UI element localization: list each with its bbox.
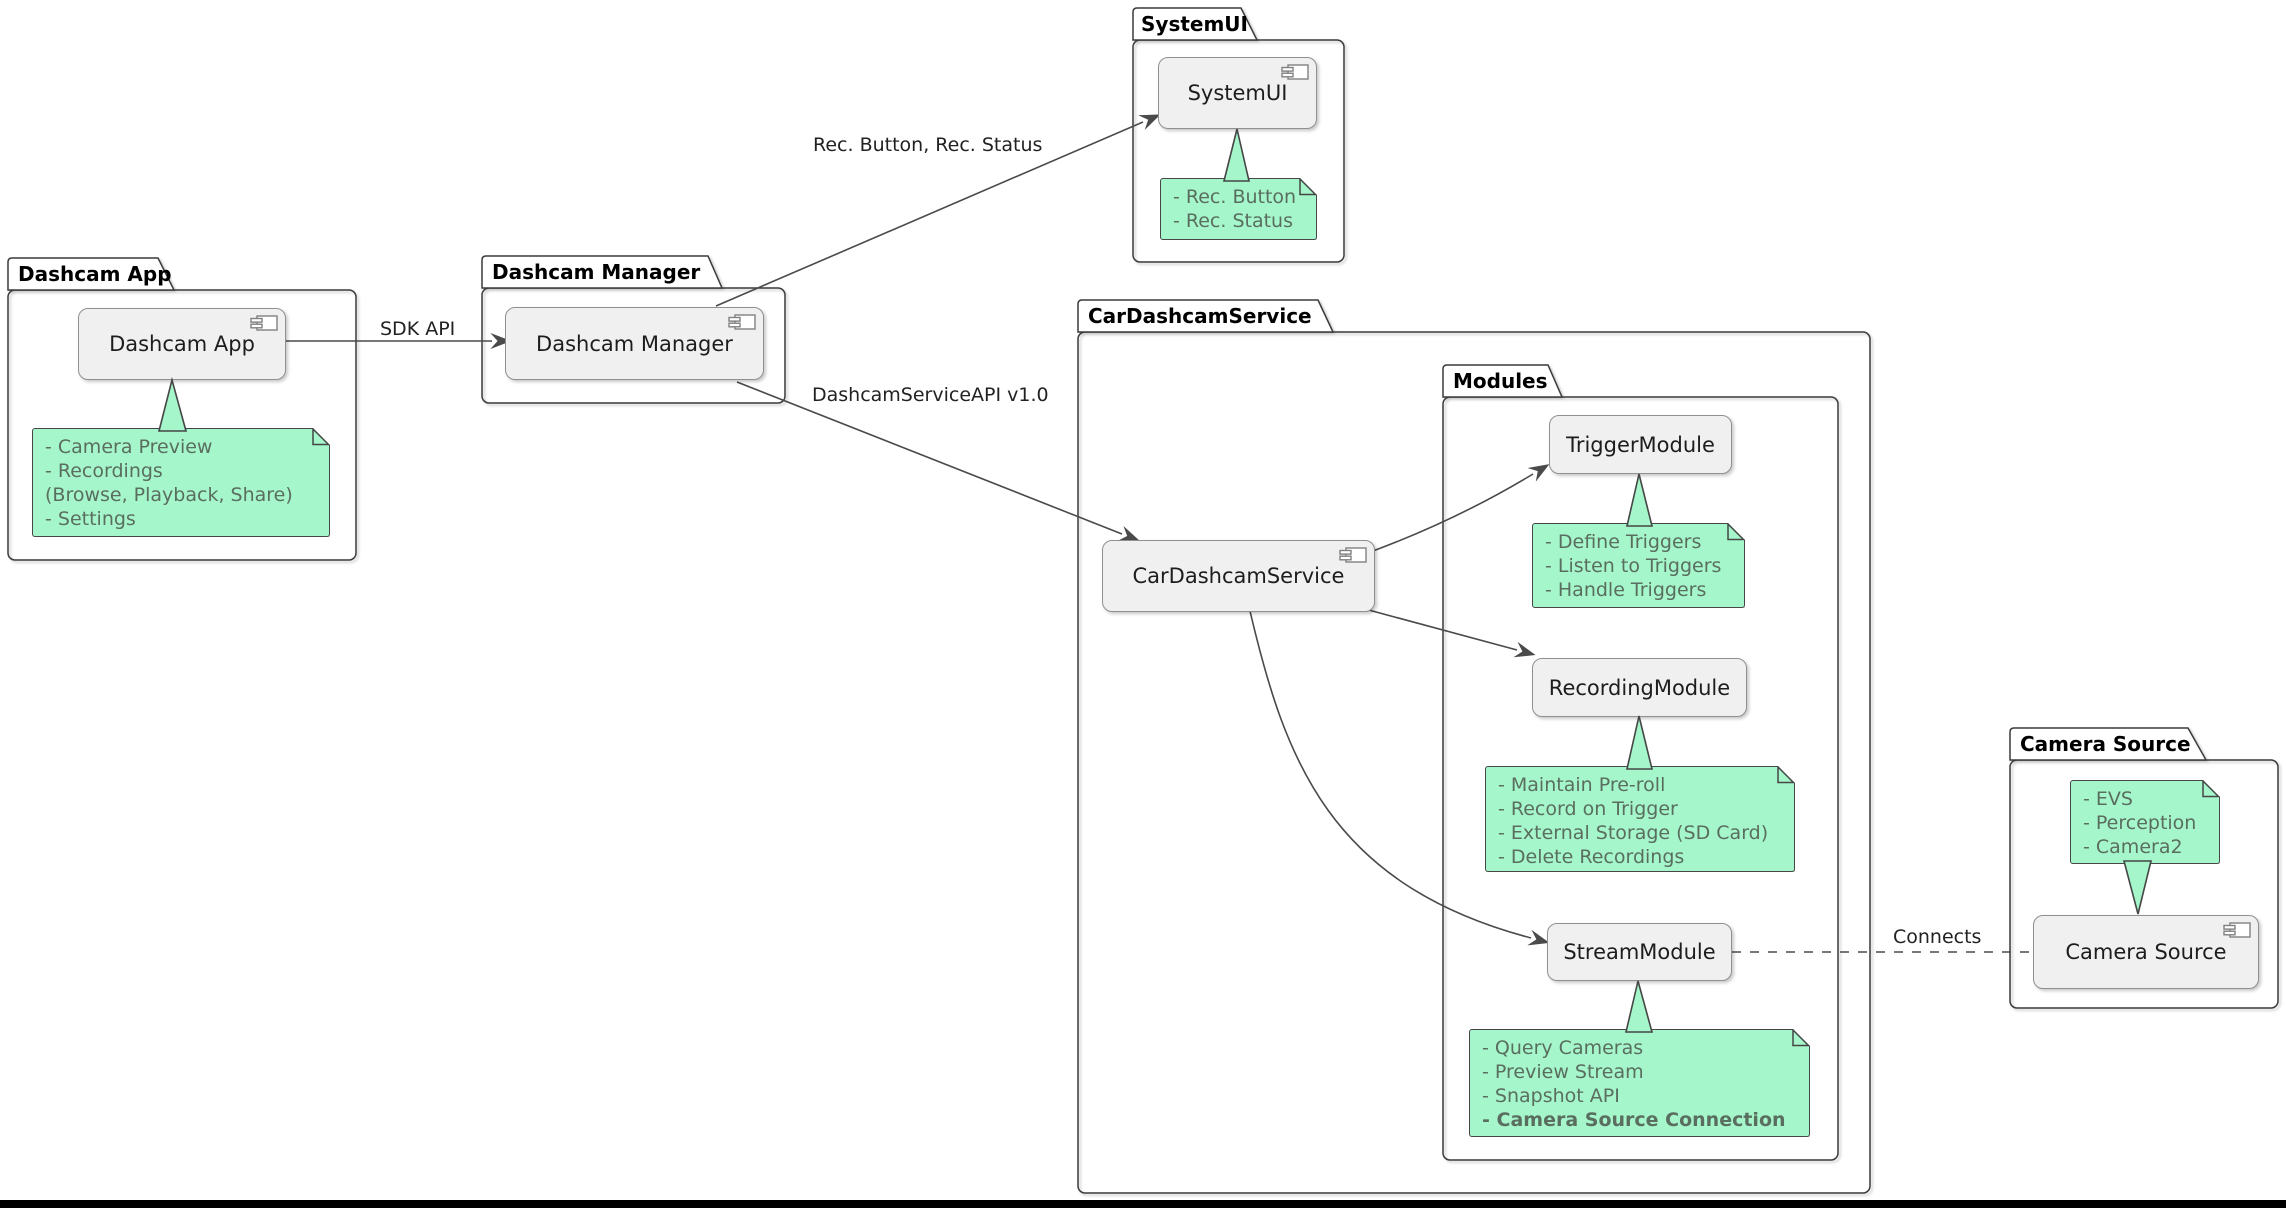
component-icon xyxy=(1281,64,1309,80)
component-icon xyxy=(728,314,756,330)
note-line: - Rec. Button xyxy=(1173,186,1297,208)
note-line: - Settings xyxy=(45,508,136,530)
note-dashcam-app: - Camera Preview - Recordings (Browse, P… xyxy=(32,428,330,537)
component-label: StreamModule xyxy=(1563,940,1716,964)
note-fold xyxy=(1792,1029,1810,1047)
component-cardashcamservice: CarDashcamService xyxy=(1102,540,1375,612)
note-line: - Query Cameras xyxy=(1482,1037,1644,1059)
package-title-cardashcamservice: CarDashcamService xyxy=(1088,304,1312,328)
component-label: SystemUI xyxy=(1187,81,1288,105)
note-trigger-module: - Define Triggers - Listen to Triggers -… xyxy=(1532,523,1745,608)
component-systemui: SystemUI xyxy=(1158,57,1317,129)
note-line: - Snapshot API xyxy=(1482,1085,1620,1107)
component-camera-source: Camera Source xyxy=(2033,915,2259,989)
component-icon xyxy=(1339,547,1367,563)
note-camera-source: - EVS - Perception - Camera2 xyxy=(2070,780,2220,864)
note-tail-trigger xyxy=(1625,473,1654,527)
note-line: - Delete Recordings xyxy=(1498,846,1685,868)
component-recording-module: RecordingModule xyxy=(1532,658,1747,717)
note-systemui: - Rec. Button - Rec. Status xyxy=(1160,178,1317,240)
note-line: - Define Triggers xyxy=(1545,531,1702,553)
note-fold xyxy=(312,428,330,446)
note-fold xyxy=(1777,766,1795,784)
note-line: - External Storage (SD Card) xyxy=(1498,822,1769,844)
note-fold xyxy=(2202,780,2220,798)
component-dashcam-app: Dashcam App xyxy=(78,308,286,380)
note-fold xyxy=(1727,523,1745,541)
note-line: - EVS xyxy=(2083,788,2133,810)
package-title-systemui: SystemUI xyxy=(1141,12,1248,36)
component-icon xyxy=(250,315,278,331)
component-label: TriggerModule xyxy=(1566,432,1715,457)
note-line: - Camera2 xyxy=(2083,836,2183,858)
note-fold xyxy=(1299,178,1317,196)
component-label: Dashcam App xyxy=(109,332,255,356)
note-line: - Preview Stream xyxy=(1482,1061,1644,1083)
note-line: - Camera Preview xyxy=(45,436,213,458)
note-tail-camera-source xyxy=(2122,860,2153,915)
package-title-dashcam-manager: Dashcam Manager xyxy=(492,260,701,284)
note-tail-systemui xyxy=(1222,128,1251,182)
note-line: - Perception xyxy=(2083,812,2197,834)
edge-label-rec-button-status: Rec. Button, Rec. Status xyxy=(813,134,1043,156)
note-line: - Handle Triggers xyxy=(1545,579,1707,601)
component-label: Camera Source xyxy=(2065,940,2227,964)
package-title-modules: Modules xyxy=(1453,369,1548,393)
note-line: - Listen to Triggers xyxy=(1545,555,1722,577)
note-line: (Browse, Playback, Share) xyxy=(45,484,293,506)
note-line: - Record on Trigger xyxy=(1498,798,1678,820)
component-label: Dashcam Manager xyxy=(536,331,733,356)
note-tail-recording xyxy=(1625,715,1654,770)
edge-label-dashcam-service-api: DashcamServiceAPI v1.0 xyxy=(812,384,1049,406)
note-line: - Recordings xyxy=(45,460,163,482)
component-label: CarDashcamService xyxy=(1132,564,1345,588)
bottom-bar xyxy=(0,1200,2286,1208)
component-icon xyxy=(2223,922,2251,938)
edge-label-connects: Connects xyxy=(1893,926,1982,948)
note-line: - Maintain Pre-roll xyxy=(1498,774,1666,796)
edge-service-to-trigger xyxy=(1372,464,1550,552)
edge-service-to-recording xyxy=(1364,608,1536,658)
component-stream-module: StreamModule xyxy=(1547,923,1732,981)
note-line: - Rec. Status xyxy=(1173,210,1294,232)
note-recording-module: - Maintain Pre-roll - Record on Trigger … xyxy=(1485,766,1795,872)
component-dashcam-manager: Dashcam Manager xyxy=(505,307,764,380)
component-trigger-module: TriggerModule xyxy=(1549,415,1732,474)
note-tail-dashcam-app xyxy=(157,376,188,432)
edge-label-sdk-api: SDK API xyxy=(380,318,456,340)
component-label: RecordingModule xyxy=(1548,675,1731,700)
note-line: - Camera Source Connection xyxy=(1482,1109,1786,1131)
note-stream-module: - Query Cameras - Preview Stream - Snaps… xyxy=(1469,1029,1810,1137)
note-tail-stream xyxy=(1624,980,1654,1033)
package-title-dashcam-app: Dashcam App xyxy=(18,262,172,286)
package-title-camera-source: Camera Source xyxy=(2020,732,2191,756)
